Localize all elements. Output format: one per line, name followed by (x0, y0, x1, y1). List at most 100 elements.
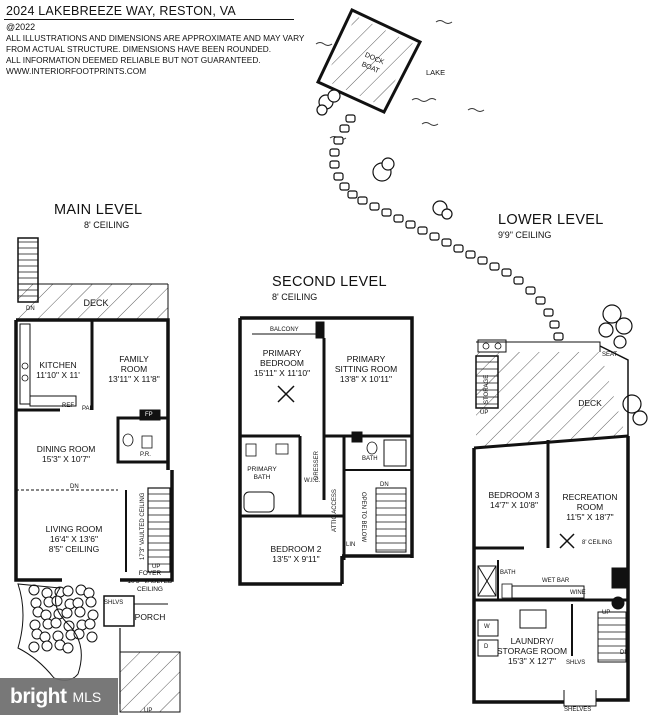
shelves-label: SHLVS (104, 600, 124, 606)
landscape-rock (74, 606, 86, 618)
stepping-stone (535, 296, 546, 305)
lower-deck-label: DECK (578, 398, 602, 408)
stepping-stone (405, 220, 416, 229)
disclaimer: ALL ILLUSTRATIONS AND DIMENSIONS ARE APP… (6, 33, 326, 77)
dresser-label: DRESSER (314, 450, 320, 480)
lower-level-title: LOWER LEVEL (498, 212, 604, 228)
bedroom-2-label: BEDROOM 2 13'5" X 9'11" (270, 544, 322, 564)
stepping-stone (329, 160, 340, 169)
linen-label: LIN (346, 542, 356, 548)
stepping-stone (525, 286, 536, 295)
second-level-ceiling: 8' CEILING (272, 292, 318, 302)
landscape-rock (52, 630, 64, 642)
primary-bedroom-label: PRIMARY BEDROOM 15'11" X 11'10" (253, 348, 311, 378)
disclaimer-line: ALL INFORMATION DEEMED RELIABLE BUT NOT … (6, 55, 261, 65)
brand-suffix: MLS (72, 688, 102, 705)
main-deck-stairs-dn-label: DN (26, 306, 35, 312)
attic-access-label: ATTIC ACCESS (332, 489, 338, 532)
disclaimer-line: FROM ACTUAL STRUCTURE. DIMENSIONS HAVE B… (6, 44, 272, 54)
stepping-stone (381, 208, 392, 217)
main-deck-label: DECK (83, 298, 109, 308)
main-stairs-up-label: UP (152, 564, 161, 570)
lower-shelves-label: SHLVS (566, 660, 586, 666)
landscape-rock (85, 596, 97, 608)
stepping-stone (513, 276, 524, 285)
recreation-room-label: RECREATION ROOM 11'5" X 18'7" (562, 492, 618, 522)
lower-level-plan (472, 339, 630, 707)
landscape-rock (84, 618, 96, 630)
landscape-rock (87, 609, 99, 621)
stepping-stone (553, 332, 564, 341)
wine-label: WINE (570, 590, 586, 596)
landscape-rocks (28, 584, 99, 654)
second-level-plan (238, 316, 414, 586)
main-level-ceiling: 8' CEILING (84, 220, 130, 230)
stepping-stone (339, 182, 350, 191)
landscape-rock (62, 642, 74, 654)
wic-label: W.I.C. (304, 478, 321, 484)
landscape-rock (41, 587, 53, 599)
washer-label: W (484, 624, 490, 630)
stepping-stone (347, 190, 358, 199)
landscape-rock (86, 631, 98, 643)
seat-label: SEAT (602, 352, 618, 358)
bedroom-3-label: BEDROOM 3 14'7" X 10'8" (488, 490, 540, 510)
wet-bar-label: WET BAR (542, 578, 570, 584)
stepping-stone (357, 196, 368, 205)
website-link[interactable]: WWW.INTERIORFOOTPRINTS.COM (6, 66, 147, 76)
landscape-rock (51, 595, 63, 607)
porch-label: PORCH (134, 612, 166, 622)
living-room-label: LIVING ROOM 16'4" X 13'6" 8'5" CEILING (45, 524, 103, 554)
family-room-label: FAMILY ROOM 13'11" X 11'8" (108, 354, 160, 384)
stepping-stone (345, 114, 356, 123)
shelves-label: SHELVES (564, 707, 592, 713)
lower-stairs-up-label: UP (480, 410, 489, 416)
stepping-stone (489, 262, 500, 271)
kitchen-label: KITCHEN 11'10" X 11' (36, 360, 80, 380)
pantry-label: PAN (82, 406, 94, 412)
lower-stairs-up2-label: UP (602, 610, 611, 616)
vaulted-ceiling-label: 17'3" VAULTED CEILING (140, 492, 146, 560)
second-stairs-dn-label: DN (380, 482, 389, 488)
stepping-stone (339, 124, 350, 133)
bright-mls-watermark: bright MLS (0, 678, 118, 715)
laundry-room-label: LAUNDRY/ STORAGE ROOM 15'3" X 12'7" (496, 636, 568, 666)
landscape-rock (62, 585, 74, 597)
second-bath-label: BATH (362, 456, 378, 462)
landscape-rock (30, 597, 42, 609)
primary-bath-label: PRIMARY BATH (247, 466, 277, 481)
disclaimer-line: ALL ILLUSTRATIONS AND DIMENSIONS ARE APP… (6, 33, 305, 43)
balcony-label: BALCONY (270, 327, 299, 333)
stepping-stone (549, 320, 560, 329)
stepping-stone (329, 148, 340, 157)
lower-level-ceiling: 9'9" CEILING (498, 230, 552, 240)
main-level-title: MAIN LEVEL (54, 202, 143, 218)
stepping-stone (441, 238, 452, 247)
stepping-stone-path (329, 114, 564, 341)
foyer-label: FOYER 10'3" VAULTED CEILING (127, 570, 173, 593)
dock-structure (315, 8, 423, 114)
lower-stairs-dn-label: DN (620, 650, 629, 656)
stepping-stone (333, 172, 344, 181)
landscape-rock (28, 641, 40, 653)
storage-label: STORAGE (484, 374, 490, 404)
rec-ceiling-label: 8' CEILING (582, 540, 613, 546)
copyright: @2022 (6, 22, 36, 32)
landscape-rock (61, 607, 73, 619)
lake-label: LAKE (426, 68, 446, 77)
stepping-stone (465, 250, 476, 259)
landscape-rock (29, 619, 41, 631)
property-address: 2024 LAKEBREEZE WAY, RESTON, VA (6, 4, 236, 18)
open-to-below-label: OPEN TO BELOW (360, 492, 366, 543)
stepping-stone (501, 268, 512, 277)
stepping-stone (453, 244, 464, 253)
stepping-stone (369, 202, 380, 211)
landscape-rock (83, 587, 95, 599)
fireplace-label: FP (145, 412, 153, 418)
stepping-stone (393, 214, 404, 223)
dining-room-label: DINING ROOM 15'3" X 10'7" (36, 444, 96, 464)
landscape-rock (73, 628, 85, 640)
main-stairs-down-label: DN (70, 484, 79, 490)
stepping-stone (477, 256, 488, 265)
